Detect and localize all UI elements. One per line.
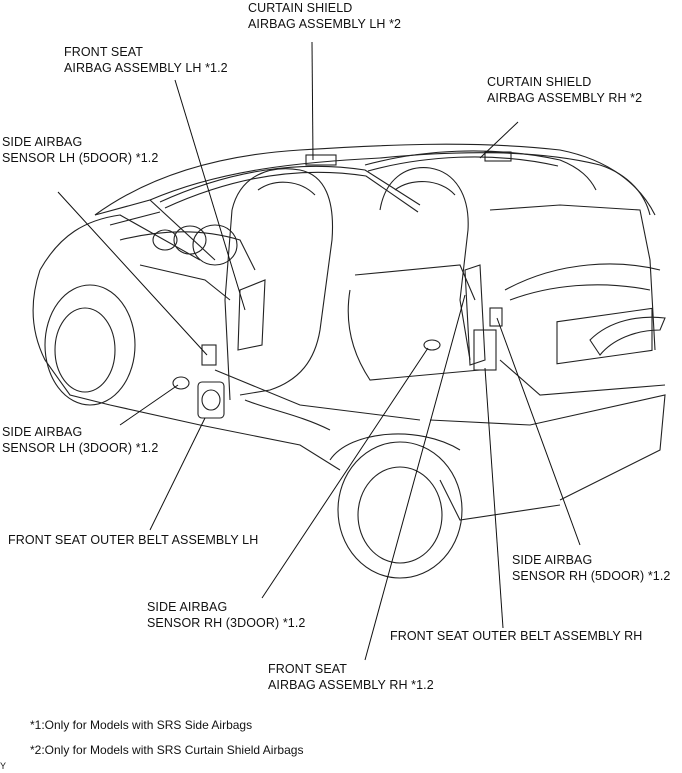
curtain-shield-airbag-lh-label: CURTAIN SHIELD AIRBAG ASSEMBLY LH *2 xyxy=(248,1,402,31)
front-seat-outer-belt-lh-label: FRONT SEAT OUTER BELT ASSEMBLY LH xyxy=(8,533,259,547)
front-seat-outer-belt-rh-label: FRONT SEAT OUTER BELT ASSEMBLY RH xyxy=(390,629,643,643)
front-seat-airbag-lh-label: FRONT SEAT AIRBAG ASSEMBLY LH *1.2 xyxy=(64,45,228,75)
side-airbag-sensor-lh-5door-label: SIDE AIRBAG SENSOR LH (5DOOR) *1.2 xyxy=(2,135,159,165)
side-airbag-sensor-rh-3door-label: SIDE AIRBAG SENSOR RH (3DOOR) *1.2 xyxy=(147,600,306,630)
vehicle-outline xyxy=(32,143,666,579)
note-srs-curtain-shield: *2:Only for Models with SRS Curtain Shie… xyxy=(30,743,304,757)
note-srs-side-airbags: *1:Only for Models with SRS Side Airbags xyxy=(30,718,253,732)
leader-lines xyxy=(57,41,581,661)
figure-mark: Y xyxy=(0,761,7,771)
front-seat-airbag-rh-label: FRONT SEAT AIRBAG ASSEMBLY RH *1.2 xyxy=(268,662,434,692)
side-airbag-sensor-lh-3door-label: SIDE AIRBAG SENSOR LH (3DOOR) *1.2 xyxy=(2,425,159,455)
side-airbag-sensor-rh-5door-label: SIDE AIRBAG SENSOR RH (5DOOR) *1.2 xyxy=(512,553,671,583)
curtain-shield-airbag-rh-label: CURTAIN SHIELD AIRBAG ASSEMBLY RH *2 xyxy=(487,75,643,105)
